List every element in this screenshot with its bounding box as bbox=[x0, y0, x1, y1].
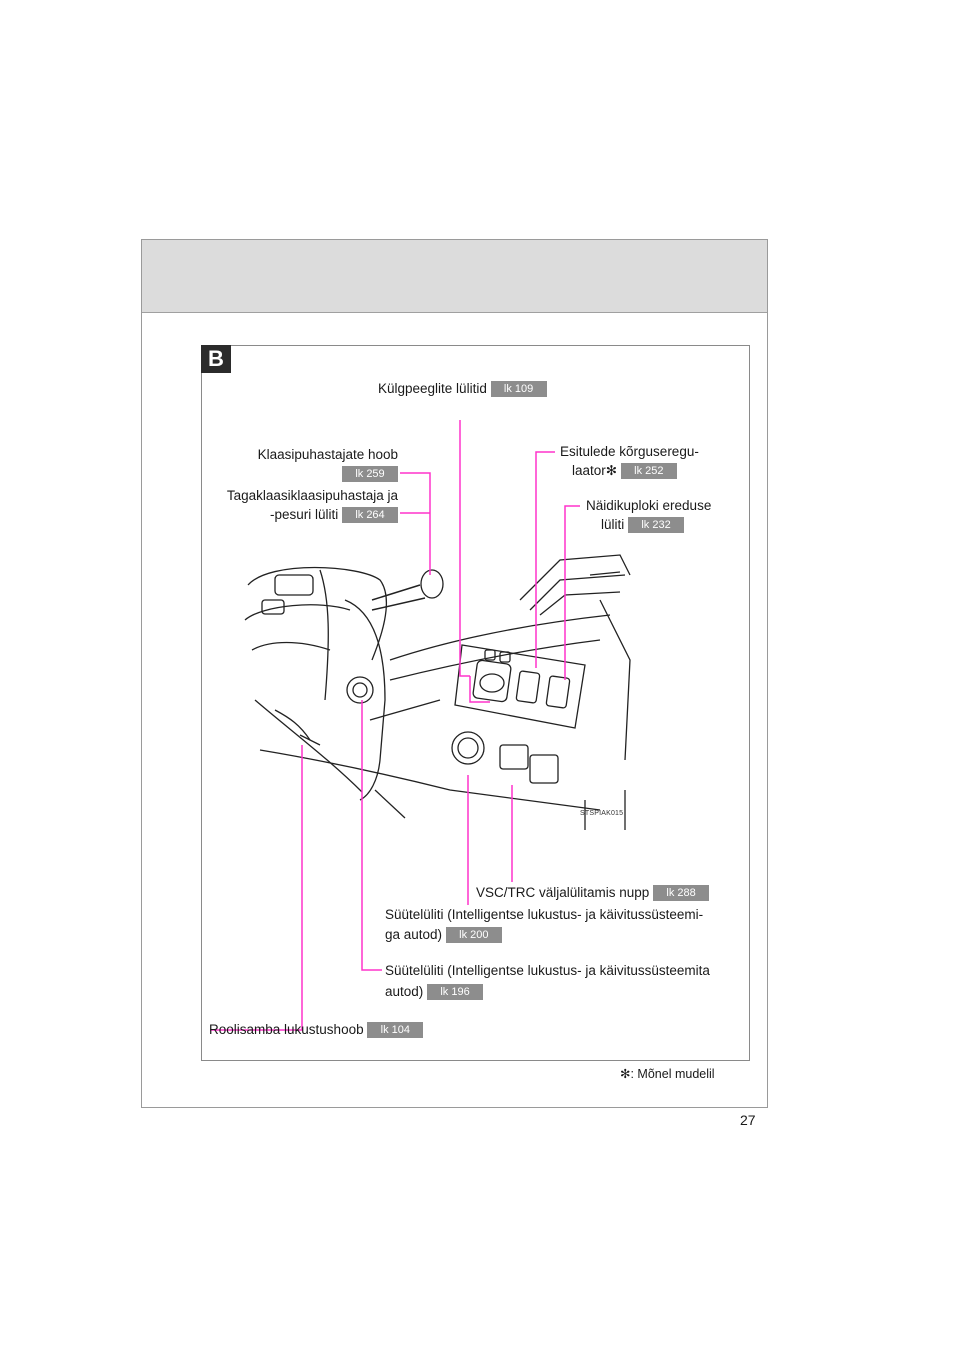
label-text: autod) bbox=[385, 984, 424, 999]
page-ref-badge: lk 264 bbox=[342, 507, 398, 524]
label-steering-lock: Roolisamba lukustushoob lk 104 bbox=[209, 1021, 424, 1039]
label-wiper-lever-ref: lk 259 bbox=[230, 465, 398, 483]
label-ignition-smart-line2: ga autod) lk 200 bbox=[385, 926, 502, 944]
header-band bbox=[141, 239, 768, 313]
leader-mirror-bracket bbox=[469, 676, 490, 703]
page-ref-badge: lk 232 bbox=[628, 517, 685, 534]
leader-ign-key bbox=[361, 700, 382, 971]
asterisk-mark: ✻ bbox=[620, 1067, 631, 1081]
leader-wiper bbox=[400, 472, 431, 575]
page-ref-badge: lk 104 bbox=[367, 1022, 424, 1039]
label-text: Näidikuploki ereduse bbox=[586, 498, 712, 513]
page-ref-badge: lk 109 bbox=[490, 381, 547, 398]
label-text: Külgpeeglite lülitid bbox=[378, 381, 487, 396]
page-ref-badge: lk 259 bbox=[342, 466, 398, 483]
page-number: 27 bbox=[740, 1112, 756, 1128]
label-ignition-smart: Süütelüliti (Intelligentse lukustus- ja … bbox=[385, 906, 703, 924]
label-vsc-trc: VSC/TRC väljalülitamis nupp lk 288 bbox=[476, 884, 710, 902]
label-text: -pesuri lüliti bbox=[269, 507, 339, 522]
label-text: Klaasipuhastajate hoob bbox=[257, 447, 398, 462]
dashboard-drawing bbox=[244, 554, 631, 830]
footnote-text: : Mõnel mudelil bbox=[630, 1067, 715, 1081]
leader-steering-lock bbox=[210, 745, 303, 1031]
label-text: ga autod) bbox=[385, 927, 443, 942]
figure-box bbox=[201, 345, 750, 1061]
label-text: VSC/TRC väljalülitamis nupp bbox=[476, 885, 650, 900]
label-headlight-leveling-line2: laator✻ lk 252 bbox=[572, 462, 677, 480]
label-rear-wiper: Tagaklaasiklaasipuhastaja ja bbox=[190, 487, 398, 505]
label-dim-switch-line2: lüliti lk 232 bbox=[601, 516, 685, 534]
footnote: ✻: Mõnel mudelil bbox=[620, 1066, 715, 1081]
asterisk-mark: ✻ bbox=[605, 463, 618, 478]
figure-code: STSPIAK015 bbox=[580, 810, 624, 817]
page-ref-badge: lk 288 bbox=[653, 885, 710, 902]
label-wiper-lever: Klaasipuhastajate hoob bbox=[230, 446, 398, 464]
leader-dim bbox=[564, 505, 580, 680]
label-ignition-key: Süütelüliti (Intelligentse lukustus- ja … bbox=[385, 962, 710, 980]
leader-mirror bbox=[459, 420, 470, 677]
label-text: Esitulede kõrguseregu- bbox=[560, 444, 699, 459]
label-text: Tagaklaasiklaasipuhastaja ja bbox=[226, 488, 398, 503]
page-ref-badge: lk 252 bbox=[620, 463, 677, 480]
page-ref-badge: lk 200 bbox=[445, 927, 502, 944]
leader-headlight-level bbox=[535, 451, 555, 668]
label-text: Roolisamba lukustushoob bbox=[209, 1022, 364, 1037]
label-ignition-key-line2: autod) lk 196 bbox=[385, 983, 484, 1001]
label-text: laator bbox=[572, 463, 606, 478]
label-text: Süütelüliti (Intelligentse lukustus- ja … bbox=[385, 963, 710, 978]
label-mirror-switches: Külgpeeglite lülitid lk 109 bbox=[378, 380, 547, 398]
page-frame bbox=[141, 239, 768, 1108]
label-rear-wiper-line2: -pesuri lüliti lk 264 bbox=[190, 506, 398, 524]
section-badge: B bbox=[201, 345, 231, 373]
label-headlight-leveling: Esitulede kõrguseregu- bbox=[560, 443, 699, 461]
label-text: Süütelüliti (Intelligentse lukustus- ja … bbox=[385, 907, 704, 922]
label-text: lüliti bbox=[601, 517, 625, 532]
leader-lines bbox=[210, 420, 580, 1031]
label-dim-switch: Näidikuploki ereduse bbox=[586, 497, 711, 515]
page-ref-badge: lk 196 bbox=[427, 984, 484, 1001]
